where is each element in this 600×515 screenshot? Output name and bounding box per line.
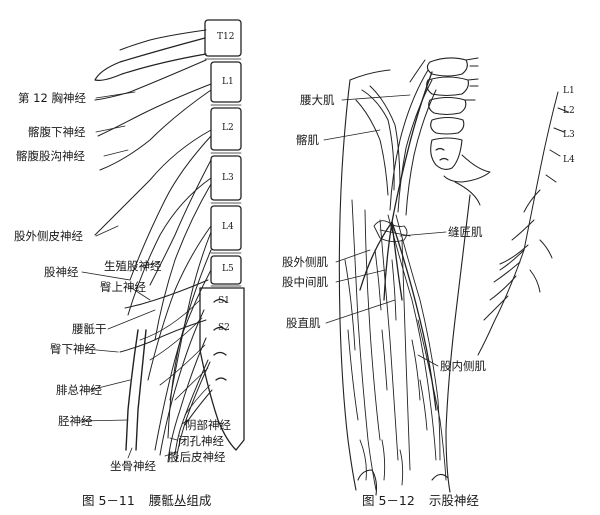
disc-lines bbox=[204, 58, 242, 287]
vertebra-l4 bbox=[210, 205, 242, 251]
nerve-t12-upper bbox=[119, 29, 207, 51]
vastus-medialis-edge bbox=[417, 319, 447, 481]
label-iliohypogastric-nerve: 髂腹下神经 bbox=[28, 125, 86, 139]
pelvis-right bbox=[349, 69, 491, 206]
nerve-l1-a bbox=[97, 83, 212, 137]
label-inferior-gluteal-nerve: 臀下神经 bbox=[50, 342, 96, 356]
label-genitofemoral-nerve: 生殖股神经 bbox=[104, 259, 162, 273]
label-common-peroneal-nerve: 腓总神经 bbox=[56, 383, 102, 397]
label-sciatic-nerve: 坐骨神经 bbox=[110, 459, 156, 473]
nerve-l3-b bbox=[154, 183, 212, 341]
femoral-nerve-right bbox=[359, 71, 437, 411]
vastus-lateralis-edge bbox=[351, 199, 377, 491]
sartorius-band bbox=[387, 214, 437, 461]
label-iliacus: 髂肌 bbox=[296, 133, 319, 147]
vertebra-l1 bbox=[210, 61, 242, 103]
level-label-l1: L1 bbox=[563, 86, 575, 96]
label-pudendal-nerve: 阴部神经 bbox=[185, 418, 231, 432]
label-sartorius: 缝匠肌 bbox=[448, 225, 483, 239]
nerve-l2-b bbox=[129, 135, 212, 281]
vertebra-label-l4: L4 bbox=[222, 222, 234, 232]
nerve-l4-b bbox=[169, 231, 212, 401]
nerve-t12 bbox=[94, 59, 207, 101]
nerve-genitofemoral bbox=[149, 159, 212, 286]
label-lateral-femoral-cutaneous-nerve: 股外侧皮神经 bbox=[14, 229, 83, 243]
right-leader-lines bbox=[323, 94, 447, 367]
label-lumbosacral-trunk: 腰骶干 bbox=[72, 322, 107, 336]
level-label-l3: L3 bbox=[563, 130, 575, 140]
lumbar-spine-right bbox=[426, 57, 479, 171]
vertebra-label-l3: L3 bbox=[222, 173, 234, 183]
nerve-l2-a bbox=[94, 129, 212, 236]
nerve-l1-b bbox=[99, 89, 212, 171]
vertebra-l2 bbox=[210, 107, 242, 151]
label-obturator-nerve: 闭孔神经 bbox=[178, 434, 224, 448]
nerve-post-femoral bbox=[174, 359, 209, 456]
caption-number: 图 5－11 bbox=[82, 493, 135, 508]
thigh-outline bbox=[338, 79, 471, 496]
level-label-l2: L2 bbox=[563, 106, 575, 116]
vertebra-label-l2: L2 bbox=[222, 123, 234, 133]
label-vastus-medialis: 股内侧肌 bbox=[440, 359, 486, 373]
nerve-s2 bbox=[167, 337, 207, 463]
label-tibial-nerve: 胫神经 bbox=[58, 414, 93, 428]
label-ilioinguinal-nerve: 髂腹股沟神经 bbox=[16, 149, 85, 163]
label-posterior-femoral-cutaneous-nerve: 股后皮神经 bbox=[168, 450, 226, 464]
level-label-l4: L4 bbox=[563, 155, 575, 165]
left-leader-lines bbox=[79, 91, 189, 459]
nerve-inferior-gluteal bbox=[119, 319, 207, 353]
sacrum-foramen-s3 bbox=[213, 351, 227, 356]
vertebra-label-t12: T12 bbox=[217, 32, 235, 42]
label-rectus-femoris: 股直肌 bbox=[286, 316, 321, 330]
nerve-superior-gluteal bbox=[124, 279, 209, 309]
sacrum-right bbox=[430, 137, 463, 171]
nerve-pudendal bbox=[184, 389, 213, 426]
label-subcostal-nerve: 第 12 胸神经 bbox=[18, 91, 86, 105]
nerve-l3-a bbox=[127, 177, 212, 316]
caption-title: 腰骶丛组成 bbox=[148, 493, 212, 508]
caption-figure-5-12: 图 5－12 示股神经 bbox=[362, 490, 479, 509]
sacrum-foramen-s2 bbox=[213, 326, 227, 331]
iliacus-muscle bbox=[355, 85, 401, 196]
plexus-fan bbox=[139, 299, 211, 416]
label-superior-gluteal-nerve: 臀上神经 bbox=[100, 280, 146, 294]
vertebra-label-l1: L1 bbox=[222, 77, 234, 87]
nerve-s3 bbox=[175, 361, 211, 463]
knee-right bbox=[431, 473, 449, 481]
sciatic-trunk bbox=[125, 329, 147, 451]
vertebra-label-s1: S1 bbox=[218, 296, 230, 306]
caption-number: 图 5－12 bbox=[362, 493, 415, 508]
sacrum-foramen-s4 bbox=[215, 377, 227, 381]
vertebra-label-s2: S2 bbox=[218, 323, 230, 333]
label-vastus-intermedius: 股中间肌 bbox=[282, 275, 328, 289]
left-nerve-branches bbox=[94, 29, 213, 463]
label-psoas-major: 腰大肌 bbox=[300, 93, 335, 107]
rectus-femoris-edge bbox=[379, 219, 399, 461]
nerve-s1 bbox=[159, 309, 205, 456]
nerve-obturator bbox=[167, 249, 212, 439]
dermatome-diagram bbox=[477, 91, 569, 356]
label-vastus-lateralis: 股外侧肌 bbox=[282, 255, 328, 269]
twelfth-rib bbox=[94, 37, 207, 81]
label-femoral-nerve: 股神经 bbox=[44, 265, 79, 279]
thigh-muscles bbox=[344, 199, 447, 491]
caption-figure-5-11: 图 5－11 腰骶丛组成 bbox=[82, 490, 211, 509]
vertebra-label-l5: L5 bbox=[222, 264, 234, 274]
nerve-l4-a bbox=[147, 225, 212, 381]
caption-title: 示股神经 bbox=[428, 493, 479, 508]
sacrum-foramen-s1 bbox=[213, 298, 227, 303]
